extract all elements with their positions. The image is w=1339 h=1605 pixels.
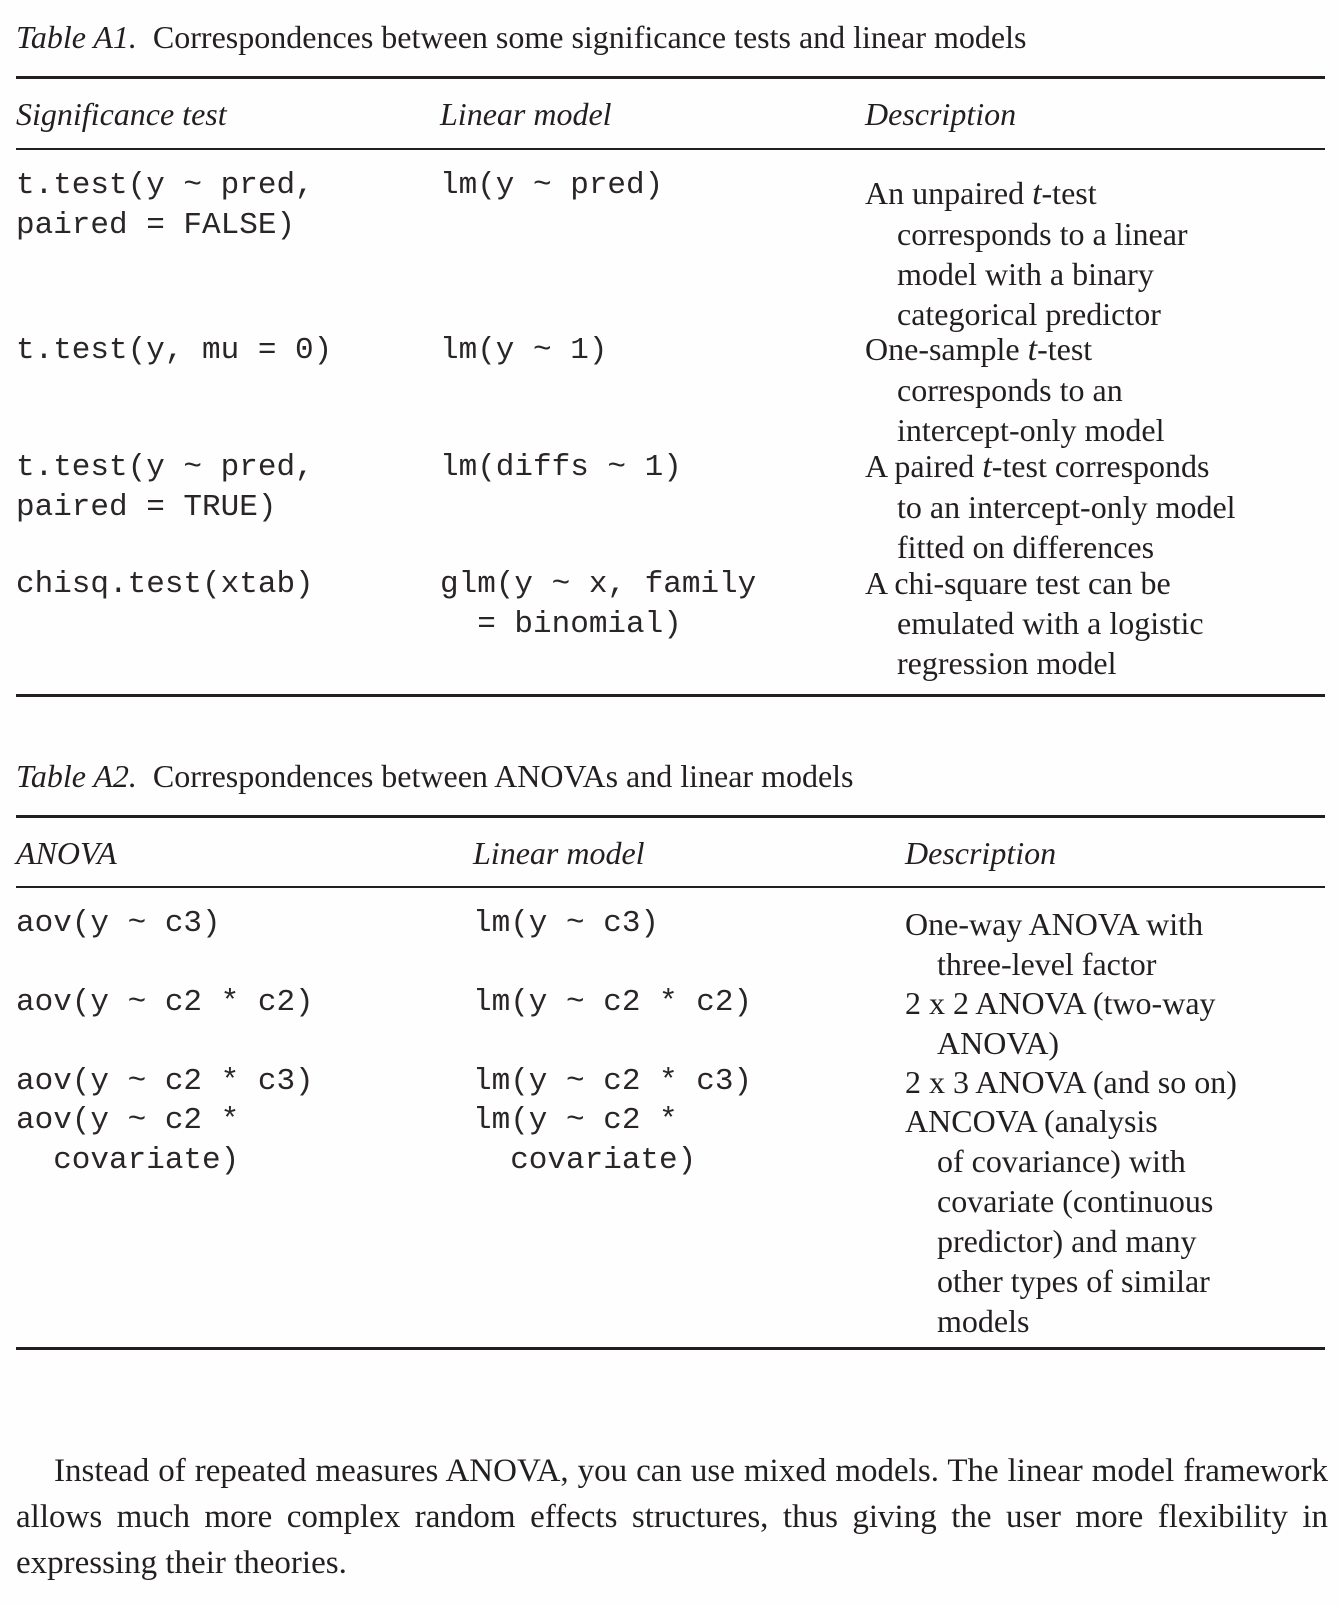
table-a2-row2-anova: aov(y ~ c2 * c2) (16, 985, 314, 1020)
table-a1-row4-test: chisq.test(xtab) (16, 567, 314, 602)
table-a2-header-model: Linear model (473, 835, 645, 871)
table-a1-header-description: Description (865, 96, 1017, 132)
table-a2-row4-model: lm(y ~ c2 * covariate) (473, 1103, 697, 1178)
table-a2-row4-description: ANCOVA (analysis of covariance) with cov… (905, 1103, 1214, 1339)
table-a1-header-test: Significance test (16, 96, 227, 132)
table-a1-header-rule (16, 148, 1325, 150)
table-a2-row3-model: lm(y ~ c2 * c3) (473, 1064, 753, 1099)
body-paragraph: Instead of repeated measures ANOVA, you … (16, 1453, 1328, 1581)
table-a2-row2-model: lm(y ~ c2 * c2) (473, 985, 753, 1020)
table-a1-row4-model: glm(y ~ x, family = binomial) (440, 567, 757, 642)
table-a1-row1-test: t.test(y ~ pred, paired = FALSE) (16, 168, 314, 243)
table-a1-top-rule (16, 76, 1325, 79)
table-a1-row3-test: t.test(y ~ pred, paired = TRUE) (16, 450, 314, 525)
table-a2-header-description: Description (905, 835, 1057, 871)
table-a1-label: Table A1. (16, 19, 137, 55)
table-a1-row3-model: lm(diffs ~ 1) (440, 450, 682, 485)
table-a2-top-rule (16, 815, 1325, 818)
table-a2-caption: Table A2. Correspondences between ANOVAs… (16, 757, 854, 795)
table-a2-row3-anova: aov(y ~ c2 * c3) (16, 1064, 314, 1099)
table-a1-row2-test: t.test(y, mu = 0) (16, 333, 333, 368)
table-a1-row2-model: lm(y ~ 1) (440, 333, 608, 368)
table-a1-row1-description: An unpaired t-test corresponds to a line… (865, 175, 1188, 332)
table-a1-row1-model: lm(y ~ pred) (440, 168, 664, 203)
table-a2-row4-anova: aov(y ~ c2 * covariate) (16, 1103, 240, 1178)
table-a2-bottom-rule (16, 1347, 1325, 1350)
table-a1-row2-description: One-sample t-test corresponds to an inte… (865, 331, 1165, 448)
table-a2-label: Table A2. (16, 758, 137, 794)
table-a1-header-model: Linear model (440, 96, 612, 132)
table-a1-row4-description: A chi-square test can be emulated with a… (865, 565, 1204, 681)
table-a2-title: Correspondences between ANOVAs and linea… (152, 758, 854, 794)
table-a2-row2-description: 2 x 2 ANOVA (two-way ANOVA) (905, 985, 1216, 1061)
table-a1-caption: Table A1. Correspondences between some s… (16, 18, 1026, 56)
table-a2-row3-description: 2 x 3 ANOVA (and so on) (905, 1064, 1237, 1100)
table-a2-row1-description: One-way ANOVA with three-level factor (905, 906, 1204, 982)
table-a1-row3-description: A paired t-test corresponds to an interc… (865, 448, 1236, 565)
table-a2-row1-model: lm(y ~ c3) (473, 906, 660, 941)
table-a2-header-rule (16, 886, 1325, 888)
table-a1-title: Correspondences between some significanc… (152, 19, 1027, 55)
table-a1-bottom-rule (16, 694, 1325, 697)
table-a2-row1-anova: aov(y ~ c3) (16, 906, 221, 941)
table-a2-header-anova: ANOVA (16, 835, 117, 871)
